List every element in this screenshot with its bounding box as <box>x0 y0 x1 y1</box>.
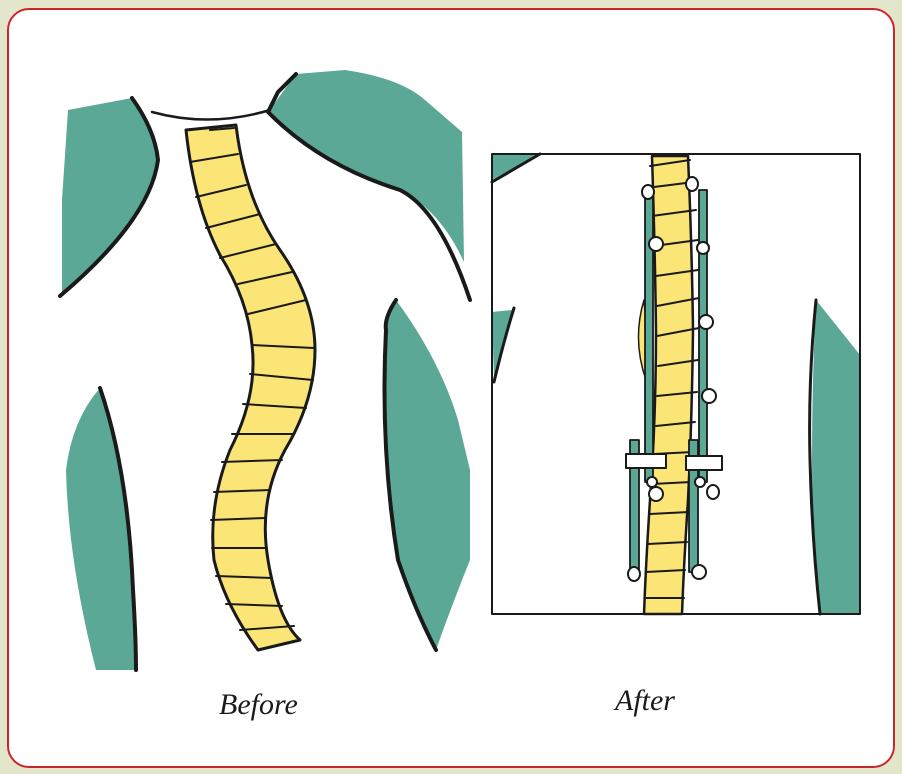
screw <box>649 487 663 501</box>
screw <box>695 477 705 487</box>
after-right-side <box>812 300 860 614</box>
screw <box>692 565 706 579</box>
before-left-waist <box>66 388 136 670</box>
before-illustration <box>60 70 470 670</box>
screw <box>699 315 713 329</box>
screw <box>628 567 640 581</box>
before-caption: Before <box>219 690 298 720</box>
before-spine-fill <box>186 125 315 650</box>
screw <box>702 389 716 403</box>
before-left-shoulder <box>62 98 158 296</box>
screw <box>707 485 719 499</box>
after-illustration <box>492 154 860 614</box>
screw <box>647 477 657 487</box>
left-rod-upper <box>645 192 653 482</box>
screw <box>697 242 709 254</box>
before-right-shoulder <box>268 70 464 262</box>
before-right-waist <box>385 300 470 650</box>
screw <box>642 185 654 199</box>
after-caption: After <box>615 686 675 716</box>
before-neck-line <box>152 110 270 120</box>
left-cross-connector <box>626 454 666 468</box>
right-cross-connector <box>686 456 722 470</box>
screw <box>649 237 663 251</box>
screw <box>686 177 698 191</box>
right-rod-upper <box>699 190 707 482</box>
